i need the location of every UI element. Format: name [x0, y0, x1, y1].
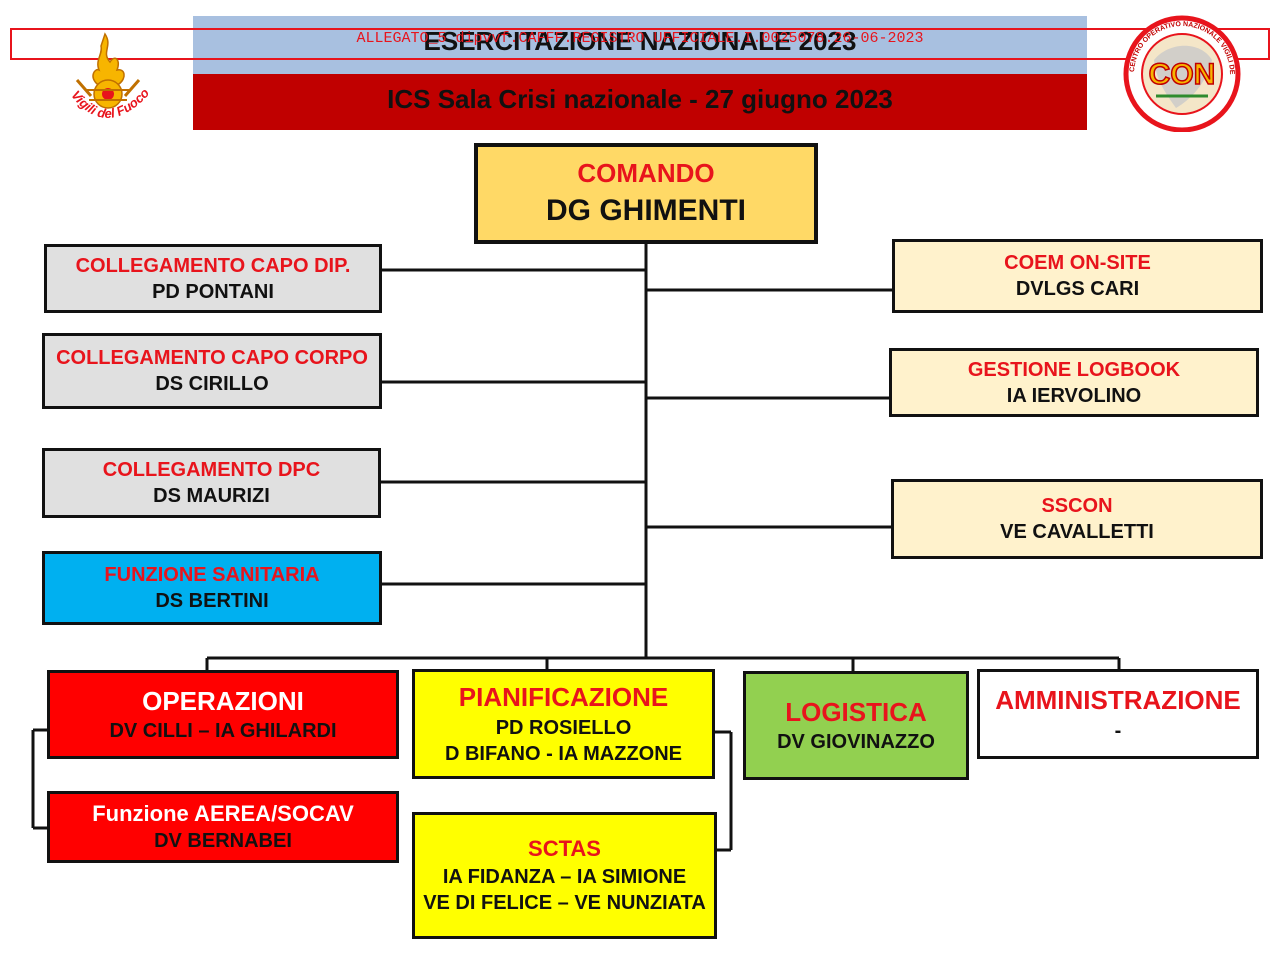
- flame-grenade-emblem-icon: Vigili del Fuoco: [68, 32, 152, 121]
- collegamento-capo-dip-name: PD PONTANI: [152, 280, 274, 303]
- con-seal-icon: CON CENTRO OPERATIVO NAZIONALE VIGILI DE…: [1117, 9, 1241, 133]
- sscon-role: SSCON: [1041, 495, 1113, 517]
- amministrazione-box: AMMINISTRAZIONE -: [977, 669, 1259, 759]
- sctas-box: SCTAS IA FIDANZA – IA SIMIONE VE DI FELI…: [412, 812, 717, 939]
- sctas-name-2: VE DI FELICE – VE NUNZIATA: [423, 891, 706, 914]
- logistica-box: LOGISTICA DV GIOVINAZZO: [743, 671, 969, 780]
- collegamento-dpc-name: DS MAURIZI: [153, 485, 270, 507]
- coem-on-site-role: COEM ON-SITE: [1004, 252, 1151, 274]
- operazioni-role: OPERAZIONI: [142, 685, 304, 716]
- protocol-stamp-text: ALLEGATO_5 dipvvf.CAFFF.REGISTRO UFFICIA…: [356, 30, 924, 47]
- logistica-name: DV GIOVINAZZO: [777, 731, 935, 754]
- vigili-del-fuoco-logo: Vigili del Fuoco: [55, 28, 165, 128]
- funzione-sanitaria-box: FUNZIONE SANITARIA DS BERTINI: [42, 551, 382, 625]
- sscon-box: SSCON VE CAVALLETTI: [891, 479, 1263, 559]
- command-role: COMANDO: [577, 158, 715, 189]
- gestione-logbook-name: IA IERVOLINO: [1006, 384, 1142, 407]
- collegamento-capo-dip-role: COLLEGAMENTO CAPO DIP.: [75, 254, 351, 277]
- collegamento-capo-corpo-box: COLLEGAMENTO CAPO CORPO DS CIRILLO: [42, 333, 382, 409]
- pianificazione-box: PIANIFICAZIONE PD ROSIELLO D BIFANO - IA…: [412, 669, 715, 779]
- command-box: COMANDO DG GHIMENTI: [474, 143, 818, 244]
- amministrazione-name: -: [1114, 719, 1122, 742]
- funzione-aerea-role: Funzione AEREA/SOCAV: [92, 800, 354, 826]
- sctas-role: SCTAS: [528, 836, 601, 862]
- collegamento-capo-corpo-role: COLLEGAMENTO CAPO CORPO: [56, 347, 368, 369]
- operazioni-name: DV CILLI – IA GHILARDI: [109, 720, 337, 743]
- header-subtitle-band: [193, 74, 1087, 130]
- funzione-aerea-box: Funzione AEREA/SOCAV DV BERNABEI: [47, 791, 399, 863]
- gestione-logbook-role: GESTIONE LOGBOOK: [967, 358, 1181, 381]
- sctas-name-1: IA FIDANZA – IA SIMIONE: [442, 865, 687, 888]
- command-name: DG GHIMENTI: [546, 193, 746, 227]
- collegamento-capo-corpo-name: DS CIRILLO: [155, 373, 269, 395]
- header-title-band: [193, 16, 1087, 74]
- con-seal-logo: CON CENTRO OPERATIVO NAZIONALE VIGILI DE…: [1117, 9, 1244, 133]
- coem-on-site-box: COEM ON-SITE DVLGS CARI: [892, 239, 1263, 313]
- collegamento-dpc-box: COLLEGAMENTO DPC DS MAURIZI: [42, 448, 381, 518]
- header-subtitle: ICS Sala Crisi nazionale - 27 giugno 202…: [387, 84, 893, 114]
- pianificazione-role: PIANIFICAZIONE: [458, 682, 669, 713]
- operazioni-box: OPERAZIONI DV CILLI – IA GHILARDI: [47, 670, 399, 759]
- pianificazione-name-2: D BIFANO - IA MAZZONE: [444, 742, 683, 765]
- header-title: ESERCITAZIONE NAZIONALE 2023: [423, 26, 857, 56]
- sscon-name: VE CAVALLETTI: [1000, 521, 1154, 543]
- coem-on-site-name: DVLGS CARI: [1015, 278, 1140, 300]
- pianificazione-name-1: PD ROSIELLO: [495, 716, 632, 739]
- gestione-logbook-box: GESTIONE LOGBOOK IA IERVOLINO: [889, 348, 1259, 417]
- amministrazione-role: AMMINISTRAZIONE: [995, 685, 1241, 716]
- collegamento-dpc-role: COLLEGAMENTO DPC: [102, 459, 321, 481]
- funzione-aerea-name: DV BERNABEI: [154, 830, 292, 853]
- collegamento-capo-dip-box: COLLEGAMENTO CAPO DIP. PD PONTANI: [44, 244, 382, 313]
- svg-text:CON: CON: [1149, 58, 1216, 91]
- funzione-sanitaria-role: FUNZIONE SANITARIA: [104, 564, 320, 586]
- logistica-role: LOGISTICA: [785, 696, 927, 727]
- funzione-sanitaria-name: DS BERTINI: [155, 590, 269, 612]
- protocol-stamp-frame: [10, 28, 1270, 60]
